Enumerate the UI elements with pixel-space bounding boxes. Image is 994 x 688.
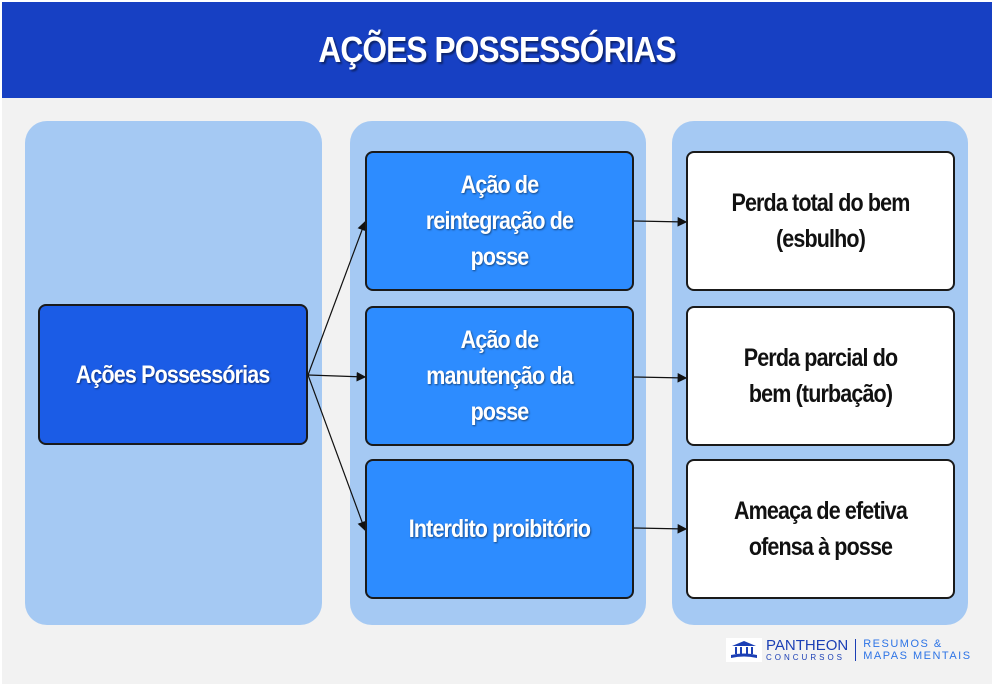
- result-label: Ameaça de efetiva ofensa à posse: [733, 497, 908, 561]
- arrow-root-to-action-3: [307, 374, 367, 532]
- logo-tagline-2: MAPAS MENTAIS: [863, 650, 972, 662]
- action-label: Ação de manutenção da posse: [426, 326, 573, 426]
- action-node-3: Interdito proibitório: [365, 459, 634, 599]
- action-label: Ação de reintegração de posse: [425, 171, 574, 271]
- logo-divider: [855, 639, 857, 661]
- action-node-1: Ação de reintegração de posse: [365, 151, 634, 291]
- header: AÇÕES POSSESSÓRIAS: [2, 2, 992, 98]
- result-node-3: Ameaça de efetiva ofensa à posse: [686, 459, 955, 599]
- arrow-action-2-to-result: [633, 373, 688, 383]
- result-label: Perda total do bem (esbulho): [731, 189, 910, 253]
- result-node-1: Perda total do bem (esbulho): [686, 151, 955, 291]
- logo-sub: CONCURSOS: [766, 653, 846, 662]
- result-node-2: Perda parcial do bem (turbação): [686, 306, 955, 446]
- arrow-root-to-action-2: [307, 371, 367, 382]
- action-label: Interdito proibitório: [408, 515, 591, 543]
- temple-icon: [726, 638, 762, 662]
- action-node-2: Ação de manutenção da posse: [365, 306, 634, 446]
- root-node: Ações Possessórias: [38, 304, 308, 445]
- logo-tagline-1: RESUMOS &: [863, 638, 943, 650]
- arrow-action-3-to-result: [633, 524, 688, 534]
- arrow-action-1-to-result: [633, 217, 688, 227]
- logo-brand: PANTHEON: [766, 637, 849, 654]
- page-title: AÇÕES POSSESSÓRIAS: [318, 29, 676, 70]
- arrow-root-to-action-1: [307, 220, 367, 376]
- root-label: Ações Possessórias: [76, 360, 271, 389]
- result-label: Perda parcial do bem (turbação): [743, 344, 898, 408]
